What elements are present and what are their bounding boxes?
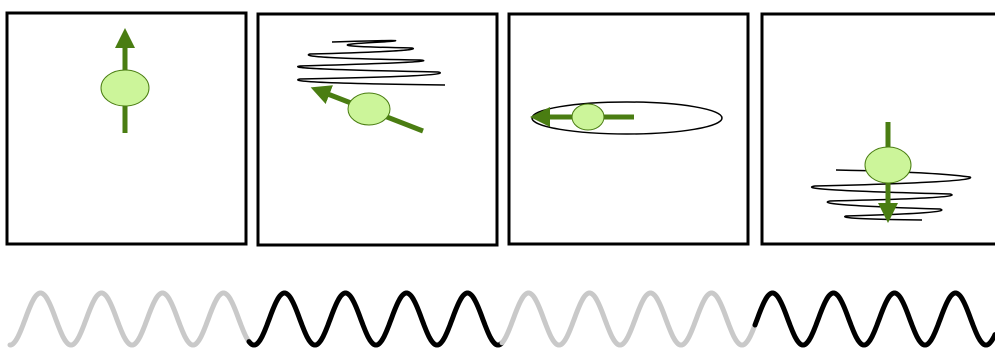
spin-ball (571, 103, 605, 131)
spin-ball (864, 146, 912, 184)
spin-ball (100, 69, 150, 107)
panel-3-frame (507, 12, 750, 246)
pulse-wave-row (7, 290, 995, 348)
panel-1 (5, 11, 248, 246)
panel-2 (256, 12, 499, 247)
panel-4-frame (760, 12, 995, 246)
panel-4 (760, 12, 995, 246)
wave-segment-2-on (246, 290, 505, 348)
panel-3 (507, 12, 750, 246)
wave-segment-4-on (752, 290, 995, 348)
precession-spiral (297, 39, 446, 86)
spin-ball (347, 92, 391, 126)
wave-segment-1-off (7, 290, 252, 348)
panel-2-frame (256, 12, 499, 247)
precession-spiral (810, 169, 972, 221)
wave-segment-3-off (499, 290, 758, 348)
panel-1-frame (5, 11, 248, 246)
